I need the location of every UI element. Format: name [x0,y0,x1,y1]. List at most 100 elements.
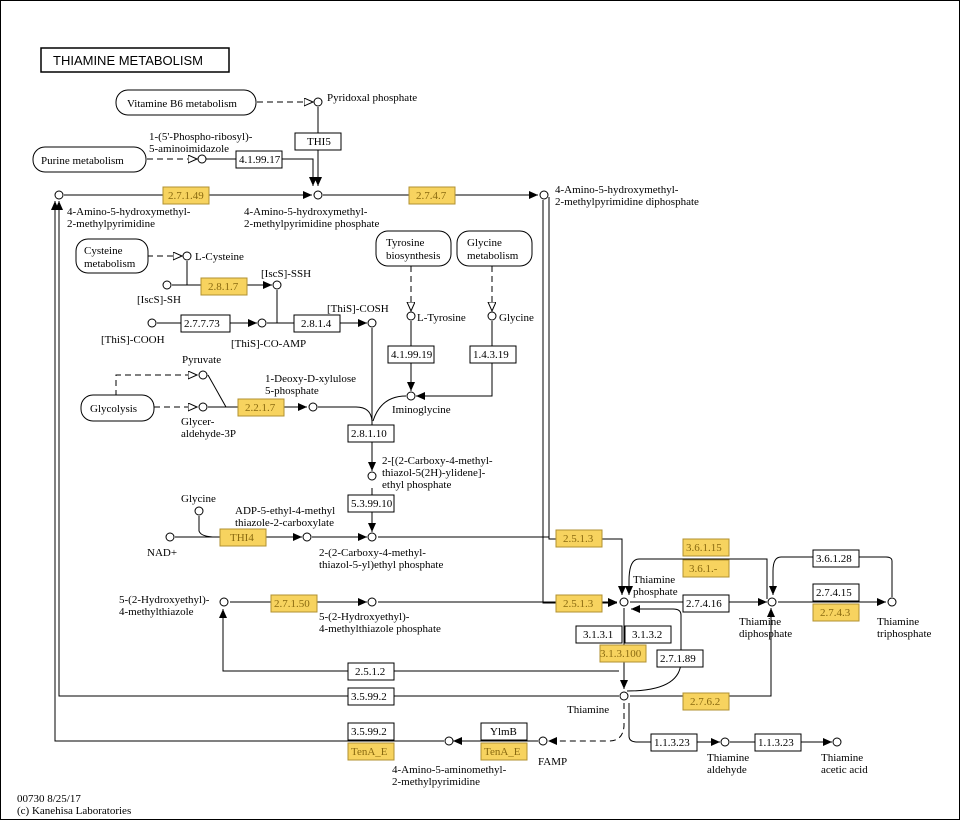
enzyme-3.1.3.1[interactable]: 3.1.3.1 [575,625,623,644]
compounds-pyridoxal-p-label: Pyridoxal phosphate [327,92,417,104]
compounds-air-1-label: 1-(5'-Phospho-ribosyl)- [149,131,253,143]
map-purine[interactable]: Purine metabolism [32,146,147,173]
enzymes-e-ylmb-label: YlmB [490,726,517,738]
enzyme-3.5.99.2-b[interactable]: 3.5.99.2 [347,722,395,741]
map-purine-label: Purine metabolism [41,155,124,167]
compound-het[interactable] [219,597,229,607]
compound-cthz[interactable] [367,471,377,481]
compound-this-cosh[interactable] [367,318,377,328]
compound-hmp[interactable] [54,190,64,200]
compounds-gap-1-label: Glycer- [181,416,215,428]
enzymes-e-27773-label: 2.7.7.73 [184,318,220,330]
enzyme-3.1.3.2[interactable]: 3.1.3.2 [624,625,672,644]
enzyme-1.1.3.23-a[interactable]: 1.1.3.23 [650,733,698,752]
compounds-dxp-2-label: 5-phosphate [265,385,319,397]
compound-thiamine-acetic-acid[interactable] [832,737,842,747]
enzymes-e-35992b-label: 3.5.99.2 [351,726,387,738]
compound-iminoglycine[interactable] [406,391,416,401]
compounds-tpp-1-label: Thiamine [739,616,781,628]
map-title-text: THIAMINE METABOLISM [53,53,203,68]
map-glycolysis[interactable]: Glycolysis [80,394,155,422]
map-glycine[interactable]: Glycine metabolism [456,230,533,267]
enzyme-2.7.4.16[interactable]: 2.7.4.16 [682,594,730,613]
compound-glycine[interactable] [487,311,497,321]
enzyme-thi4[interactable]: THI4 [219,528,267,547]
enzyme-2.8.1.7[interactable]: 2.8.1.7 [200,277,248,296]
enzyme-1.1.3.23-b[interactable]: 1.1.3.23 [754,733,802,752]
enzyme-2.5.1.2[interactable]: 2.5.1.2 [347,662,395,681]
enzymes-e-2747-label: 2.7.4.7 [416,190,447,202]
enzyme-3.1.3.100[interactable]: 3.1.3.100 [599,644,647,663]
enzyme-3.6.1.28[interactable]: 3.6.1.28 [812,549,860,568]
enzyme-3.6.1.-[interactable]: 3.6.1.- [682,559,730,578]
compound-nad[interactable] [165,532,175,542]
compound-cthzp[interactable] [367,532,377,542]
compound-tmp[interactable] [619,597,629,607]
enzyme-2.7.1.49[interactable]: 2.7.1.49 [162,186,210,205]
compound-famp[interactable] [538,736,548,746]
enzyme-2.5.1.3-a[interactable]: 2.5.1.3 [555,529,603,548]
compound-hetp[interactable] [367,597,377,607]
enzyme-5.3.99.10[interactable]: 5.3.99.10 [347,494,395,513]
map-tyrosine[interactable]: Tyrosine biosynthesis [375,230,452,267]
compound-hmpp[interactable] [313,190,323,200]
enzyme-tena-e-a[interactable]: TenA_E [347,742,395,761]
enzyme-2.7.4.7[interactable]: 2.7.4.7 [408,186,456,205]
enzyme-2.7.4.3[interactable]: 2.7.4.3 [812,603,860,622]
compounds-glycine-label: Glycine [499,312,534,324]
enzyme-2.2.1.7[interactable]: 2.2.1.7 [237,398,285,417]
map-cysteine[interactable]: Cysteine metabolism [75,238,149,274]
compound-pyruvate[interactable] [198,370,208,380]
compounds-hmpp-2-label: 2-methylpyrimidine phosphate [244,218,379,230]
compound-l-tyrosine[interactable] [406,311,416,321]
compound-adt[interactable] [302,532,312,542]
compounds [54,97,897,747]
enzyme-3.5.99.2-a[interactable]: 3.5.99.2 [347,687,395,706]
enzymes-e-2513a-label: 2.5.1.3 [563,533,594,545]
compounds-th-acid-2-label: acetic acid [821,764,868,776]
enzyme-4.1.99.17[interactable]: 4.1.99.17 [235,150,283,169]
enzyme-1.4.3.19[interactable]: 1.4.3.19 [469,345,517,364]
compound-l-cysteine[interactable] [182,251,192,261]
compound-ampm[interactable] [444,736,454,746]
enzyme-2.7.4.15[interactable]: 2.7.4.15 [812,583,860,602]
compounds-thiamine-label: Thiamine [567,704,609,716]
enzyme-4.1.99.19[interactable]: 4.1.99.19 [387,345,435,364]
compound-thiamine-aldehyde[interactable] [720,737,730,747]
enzyme-2.7.1.50[interactable]: 2.7.1.50 [270,594,318,613]
compound-this-co-amp[interactable] [257,318,267,328]
compounds-hetp-2-label: 4-methylthiazole phosphate [319,623,441,635]
compounds-hmp-1-label: 4-Amino-5-hydroxymethyl- [67,206,191,218]
enzyme-2.8.1.4[interactable]: 2.8.1.4 [293,314,341,333]
compounds-cthz-1-label: 2-[(2-Carboxy-4-methyl- [382,455,493,467]
enzyme-tena-e-b[interactable]: TenA_E [480,742,528,761]
enzyme-ylmb[interactable]: YlmB [480,722,528,741]
compound-this-cooh[interactable] [147,318,157,328]
enzyme-2.7.7.73[interactable]: 2.7.7.73 [180,314,231,333]
enzyme-2.8.1.10[interactable]: 2.8.1.10 [347,424,395,443]
map-vitamin-b6-label: Vitamine B6 metabolism [127,98,237,110]
compounds-th-acid-1-label: Thiamine [821,752,863,764]
enzyme-2.5.1.3-b[interactable]: 2.5.1.3 [555,594,603,613]
map-title: THIAMINE METABOLISM [40,47,230,73]
reaction-lines [51,102,893,746]
enzyme-2.7.1.89[interactable]: 2.7.1.89 [656,649,704,668]
footer: 00730 8/25/17 (c) Kanehisa Laboratories [17,793,131,817]
compound-gap[interactable] [198,402,208,412]
map-vitamin-b6[interactable]: Vitamine B6 metabolism [115,89,257,116]
compound-air[interactable] [197,154,207,164]
compound-thiamine[interactable] [619,691,629,701]
compound-iscs-sh[interactable] [162,280,172,290]
compound-ttp[interactable] [887,597,897,607]
compound-dxp[interactable] [308,402,318,412]
compound-iscs-ssh[interactable] [272,280,282,290]
compound-tpp[interactable] [767,597,777,607]
enzyme-3.6.1.15[interactable]: 3.6.1.15 [682,538,730,557]
compound-glycine-2[interactable] [194,506,204,516]
compound-hmppp[interactable] [539,190,549,200]
enzyme-2.7.6.2[interactable]: 2.7.6.2 [682,692,730,711]
compound-pyridoxal-phosphate[interactable] [313,97,323,107]
enzyme-thi5[interactable]: THI5 [294,132,342,151]
map-glycine-label-1: Glycine [467,237,502,249]
